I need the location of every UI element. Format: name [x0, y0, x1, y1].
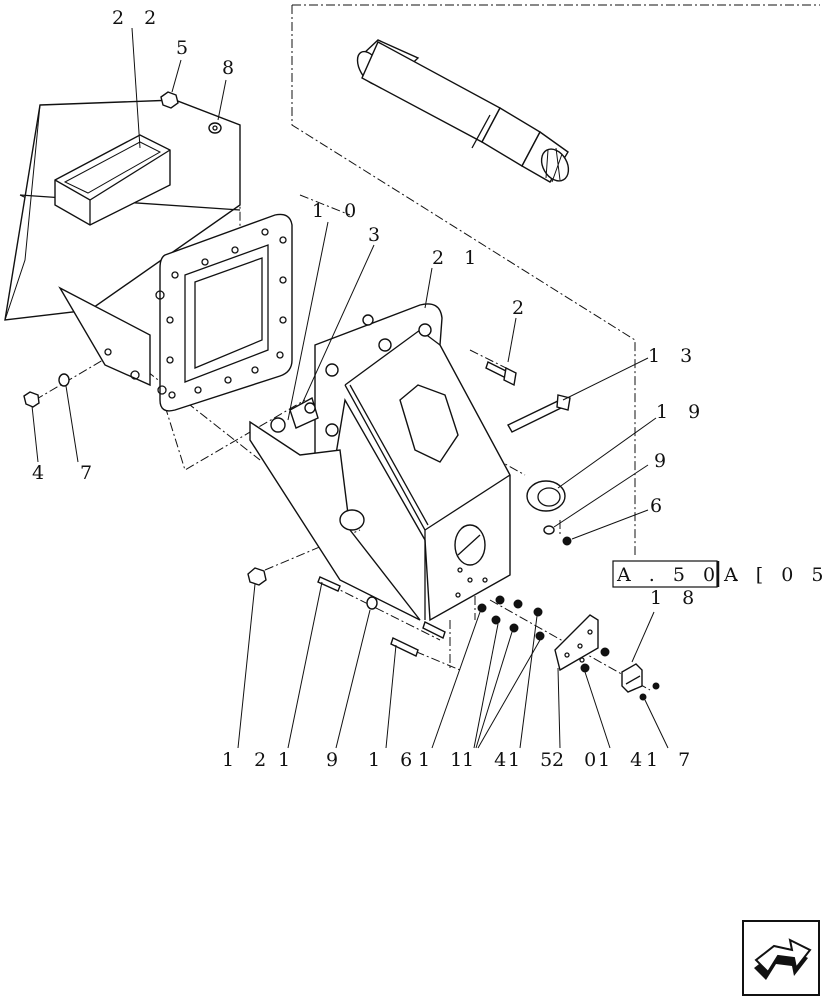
chute-body [4, 99, 241, 387]
callout-2: 2 [512, 297, 531, 319]
callout-9-upper: 9 [654, 450, 673, 472]
reference-suffix: A [ 0 5 [723, 564, 824, 586]
gearbox-housing [314, 303, 511, 622]
callout-7: 7 [80, 462, 99, 484]
square-flange [155, 213, 293, 412]
callout-15: 1 5 [508, 749, 559, 771]
driveshaft [356, 39, 570, 183]
callout-20: 2 0 [552, 749, 603, 771]
callout-17: 1 7 [646, 749, 697, 771]
callout-22: 2 2 [112, 7, 163, 29]
section-reference[interactable]: A . 5 0 . A [ 0 5 [612, 560, 824, 588]
callout-12: 1 2 [222, 749, 273, 771]
reference-code[interactable]: A . 5 0 . [616, 564, 745, 586]
callout-5: 5 [176, 37, 195, 59]
callout-3: 3 [368, 224, 387, 246]
callout-1: 1 [278, 749, 297, 771]
callout-11: 1 1 [418, 749, 469, 771]
callout-14-right: 1 4 [598, 749, 649, 771]
leader-lines [31, 27, 669, 749]
callout-16: 1 6 [368, 749, 419, 771]
hardware [23, 91, 660, 701]
callout-21: 2 1 [432, 247, 483, 269]
callout-10: 1 0 [312, 200, 363, 222]
callout-14-left: 1 4 [462, 749, 513, 771]
callout-9-lower: 9 [326, 749, 345, 771]
callout-8: 8 [222, 57, 241, 79]
callout-18: 1 8 [650, 587, 701, 609]
callout-13: 1 3 [648, 345, 699, 367]
flange-bolt-holes [166, 228, 287, 399]
callout-4: 4 [32, 462, 51, 484]
callout-19: 1 9 [656, 401, 707, 423]
mounting-plate [249, 396, 421, 621]
callout-6: 6 [650, 495, 669, 517]
callout-labels: 2 2 5 8 1 0 3 2 1 2 1 3 1 9 9 6 4 7 1 8 … [32, 7, 707, 771]
next-page-arrow-icon[interactable] [742, 920, 820, 996]
next-page-arrow-graphic [742, 920, 820, 996]
reference-box[interactable] [612, 560, 718, 588]
